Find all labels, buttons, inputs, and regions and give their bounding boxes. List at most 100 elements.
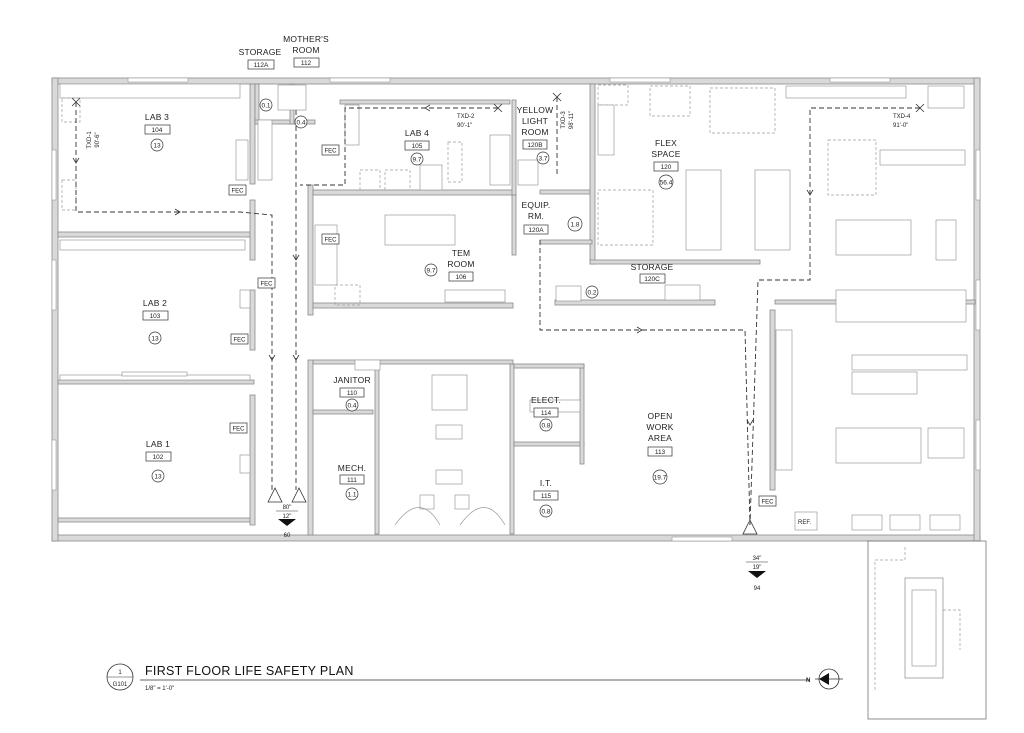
svg-text:111: 111 (347, 477, 357, 484)
svg-text:LAB 3: LAB 3 (145, 112, 169, 122)
svg-text:TEM: TEM (452, 248, 471, 258)
svg-text:34": 34" (753, 556, 762, 562)
room-mothers: MOTHER'S ROOM 112 0.4 (283, 34, 329, 129)
svg-text:113: 113 (655, 449, 666, 456)
svg-text:1.1: 1.1 (347, 492, 356, 499)
svg-text:TXD-2: TXD-2 (457, 114, 475, 120)
room-yellow-light: YELLOW LIGHT ROOM 120B 3.7 (517, 105, 554, 165)
exterior-walls (51, 77, 981, 542)
svg-text:114: 114 (541, 410, 552, 417)
svg-text:56.4: 56.4 (660, 180, 673, 187)
drawing-title: FIRST FLOOR LIFE SAFETY PLAN (145, 664, 354, 678)
room-storage-112a: STORAGE 112A 0.1 (239, 47, 282, 112)
svg-text:ELECT.: ELECT. (531, 395, 561, 405)
svg-text:YELLOW: YELLOW (517, 105, 554, 115)
svg-text:TXD-1: TXD-1 (87, 131, 93, 149)
room-mech: MECH. 111 1.1 (338, 463, 366, 501)
svg-text:13: 13 (153, 143, 161, 150)
svg-text:120C: 120C (644, 276, 660, 283)
svg-text:0.2: 0.2 (587, 290, 596, 297)
travel-distance-txd3: TXD-3 98'-11" (561, 111, 575, 129)
svg-text:SPACE: SPACE (651, 149, 680, 159)
svg-text:I.T.: I.T. (540, 478, 552, 488)
svg-text:STORAGE: STORAGE (239, 47, 282, 57)
svg-text:AREA: AREA (648, 433, 672, 443)
svg-text:60: 60 (284, 533, 291, 539)
room-lab1: LAB 1 102 13 (145, 439, 172, 483)
svg-text:WORK: WORK (646, 422, 673, 432)
svg-text:LIGHT: LIGHT (522, 116, 548, 126)
svg-text:120: 120 (661, 164, 672, 171)
travel-start-marks (71, 92, 925, 113)
svg-text:80": 80" (283, 505, 292, 511)
svg-text:112: 112 (301, 60, 312, 67)
svg-text:FEC: FEC (234, 338, 247, 344)
svg-text:STORAGE: STORAGE (631, 262, 674, 272)
fec-tags: FEC FEC FEC FEC FEC FEC FEC REF. (228, 144, 811, 526)
svg-text:TXD-4: TXD-4 (893, 114, 911, 120)
svg-text:9.7: 9.7 (412, 157, 421, 164)
svg-text:LAB 1: LAB 1 (146, 439, 170, 449)
svg-text:FEC: FEC (232, 189, 245, 195)
svg-text:0.8: 0.8 (541, 423, 550, 430)
svg-text:MECH.: MECH. (338, 463, 366, 473)
fixtures (59, 83, 968, 531)
svg-text:FEC: FEC (233, 427, 246, 433)
svg-text:103: 103 (150, 313, 161, 320)
svg-text:115: 115 (541, 493, 552, 500)
svg-text:JANITOR: JANITOR (333, 375, 371, 385)
svg-text:0.1: 0.1 (261, 103, 270, 110)
svg-text:FEC: FEC (762, 500, 775, 506)
svg-text:90'-1": 90'-1" (457, 123, 472, 129)
svg-text:98'-11": 98'-11" (569, 111, 575, 129)
svg-text:0.4: 0.4 (347, 403, 356, 410)
exit-east-label: 34" 19" 94 (746, 556, 768, 592)
svg-text:LAB 2: LAB 2 (143, 298, 167, 308)
drawing-scale: 1/8" = 1'-0" (145, 686, 174, 692)
room-tem: TEM ROOM 106 9.7 (424, 248, 474, 282)
svg-text:112A: 112A (254, 62, 269, 69)
room-open-work-area: OPEN WORK AREA 113 19.7 (646, 411, 674, 485)
exit-triangles (267, 487, 766, 578)
room-lab4: LAB 4 105 9.7 (404, 128, 430, 166)
sheet-number: G101 (113, 682, 128, 688)
travel-distance-txd4: TXD-4 91'-0" (893, 114, 911, 129)
drawing-title-block: 1 G101 FIRST FLOOR LIFE SAFETY PLAN 1/8"… (106, 663, 810, 692)
north-arrow-icon: N (806, 668, 843, 690)
svg-text:106: 106 (456, 274, 467, 281)
svg-text:FEC: FEC (325, 149, 338, 155)
svg-text:102: 102 (153, 454, 164, 461)
svg-text:OPEN: OPEN (648, 411, 673, 421)
travel-distance-txd2: TXD-2 90'-1" (457, 114, 475, 129)
direction-arrows (72, 104, 814, 426)
svg-text:1.8: 1.8 (570, 222, 579, 229)
svg-text:120B: 120B (527, 142, 542, 149)
exit-west-label: 80" 12" 60 (276, 505, 298, 539)
svg-text:9.7: 9.7 (426, 268, 435, 275)
drawing-number: 1 (118, 670, 122, 676)
svg-text:110: 110 (347, 390, 358, 397)
svg-text:104: 104 (152, 127, 163, 134)
svg-text:13: 13 (151, 336, 159, 343)
room-elect: ELECT. 114 0.8 (531, 395, 561, 432)
svg-text:0.4: 0.4 (296, 120, 305, 127)
svg-text:MOTHER'S: MOTHER'S (283, 34, 329, 44)
svg-text:94: 94 (754, 586, 761, 592)
travel-distance-txd1: TXD-1 90'-6" (87, 131, 101, 149)
room-equip: EQUIP. RM. 120A 1.8 (522, 200, 583, 235)
room-flex: FLEX SPACE 120 56.4 (651, 138, 681, 190)
svg-text:ROOM: ROOM (521, 127, 548, 137)
room-it: I.T. 115 0.8 (533, 478, 559, 518)
site-ramp (867, 540, 987, 720)
svg-text:N: N (806, 678, 810, 684)
svg-text:90'-6": 90'-6" (95, 132, 101, 147)
room-janitor: JANITOR 110 0.4 (333, 375, 371, 412)
svg-text:19.7: 19.7 (654, 475, 667, 482)
svg-text:0.8: 0.8 (541, 509, 550, 516)
svg-text:12": 12" (283, 514, 292, 520)
room-storage-120c: STORAGE 120C 0.2 (585, 262, 674, 299)
room-lab2: LAB 2 103 13 (142, 298, 169, 345)
svg-text:RM.: RM. (528, 211, 544, 221)
